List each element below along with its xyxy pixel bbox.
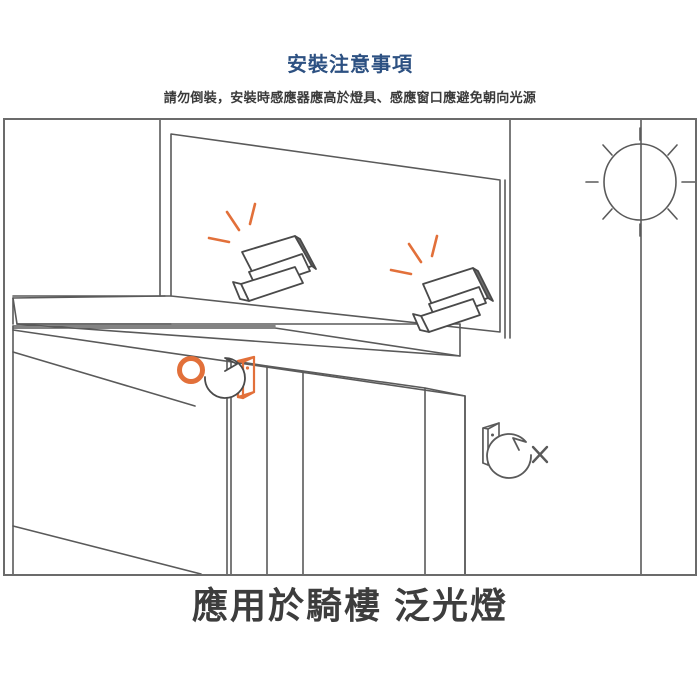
illustration-frame xyxy=(3,118,697,576)
page-caption: 應用於騎樓 泛光燈 xyxy=(191,585,508,626)
callout-correct xyxy=(177,356,246,399)
page-title: 安裝注意事項 xyxy=(287,54,413,76)
light-rays-right xyxy=(389,234,439,276)
installation-diagram xyxy=(12,120,695,574)
building-upper-structure xyxy=(159,120,642,574)
floodlight-right xyxy=(412,267,494,333)
page-subtitle: 請勿倒裝，安裝時感應器應高於燈具、感應窗口應避免朝向光源 xyxy=(163,90,537,105)
floodlight-left xyxy=(232,235,317,302)
ground-line xyxy=(12,525,202,574)
light-rays-left xyxy=(207,202,257,244)
callout-incorrect xyxy=(486,433,549,479)
sun-icon xyxy=(585,127,695,237)
